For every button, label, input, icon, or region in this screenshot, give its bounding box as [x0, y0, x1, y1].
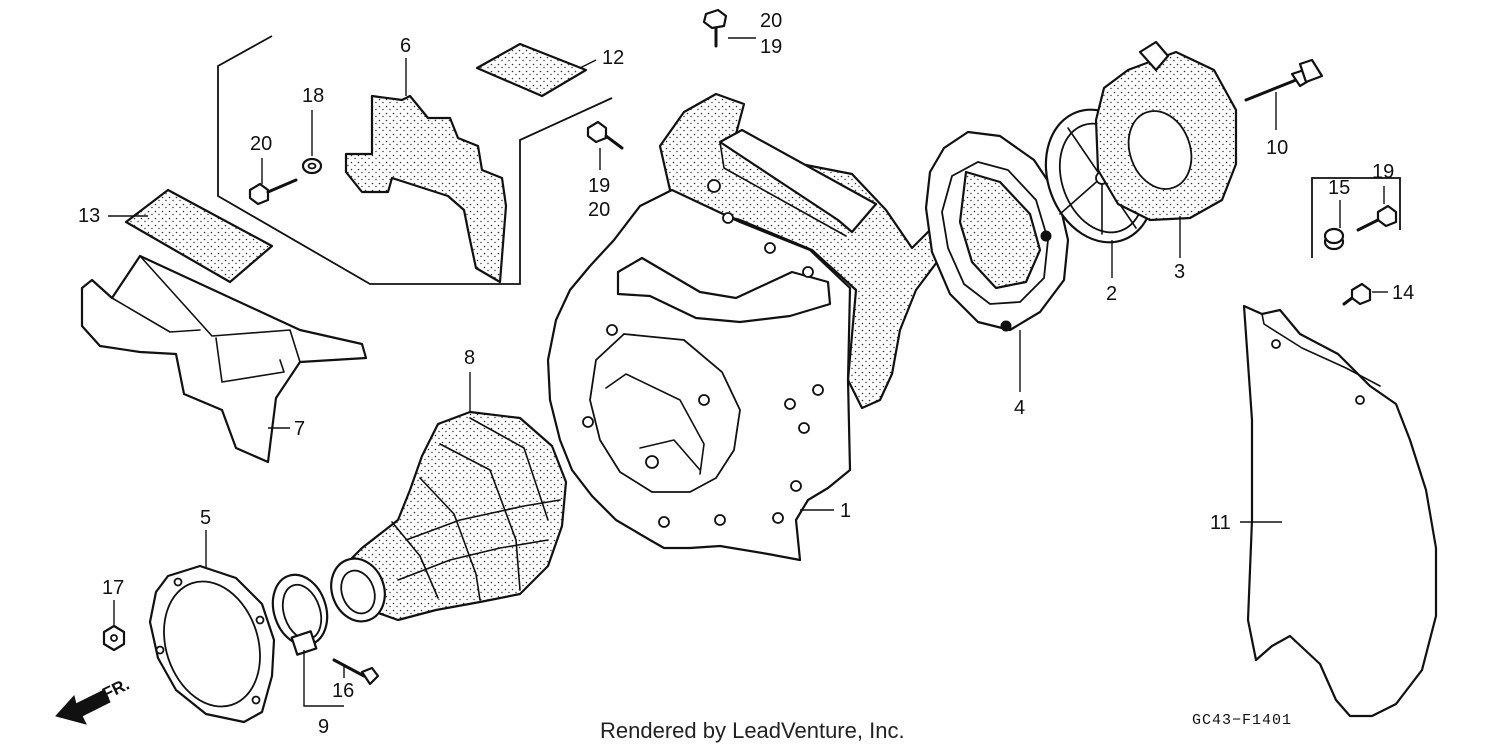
lower-shroud-7 — [80, 254, 368, 464]
washer-18 — [301, 157, 323, 175]
side-cover-11 — [1242, 304, 1438, 718]
gasket-ring-5 — [148, 564, 276, 724]
filter-element-3 — [1094, 40, 1238, 222]
callout-20-top: 20 — [760, 10, 782, 32]
diagram-code: GC43−F1401 — [1192, 712, 1292, 729]
callout-numbers: 20 19 12 6 18 20 13 19 20 10 15 19 14 2 … — [78, 10, 1414, 738]
callout-18: 18 — [302, 85, 324, 107]
callout-5: 5 — [200, 507, 211, 529]
callout-20-left: 20 — [250, 133, 272, 155]
callout-17: 17 — [102, 577, 124, 599]
screw-16 — [332, 658, 380, 686]
bolt-14 — [1342, 282, 1372, 306]
callout-6: 6 — [400, 35, 411, 57]
collar-15 — [1323, 227, 1345, 251]
clamp-band-9 — [271, 573, 329, 656]
credit-text: Rendered by LeadVenture, Inc. — [600, 718, 905, 743]
callout-14: 14 — [1392, 282, 1414, 304]
gasket-plate-4 — [924, 130, 1070, 332]
callout-13: 13 — [78, 205, 100, 227]
callout-15: 15 — [1328, 177, 1350, 199]
callout-3: 3 — [1174, 261, 1185, 283]
main-housing-1 — [546, 92, 958, 562]
callout-4: 4 — [1014, 397, 1025, 419]
callout-12: 12 — [602, 47, 624, 69]
callout-8: 8 — [464, 347, 475, 369]
callout-2: 2 — [1106, 283, 1117, 305]
nut-17 — [102, 624, 126, 652]
callout-19-top: 19 — [760, 36, 782, 58]
callout-10: 10 — [1266, 137, 1288, 159]
bolt-20-19-top — [702, 8, 728, 48]
callout-9: 9 — [318, 716, 329, 738]
group-frame-right — [1311, 177, 1401, 258]
callout-1: 1 — [840, 500, 851, 522]
front-direction-arrow: FR. — [55, 675, 132, 725]
leader-lines — [108, 37, 1388, 707]
callout-19-right: 19 — [1372, 161, 1394, 183]
group-frame-top-left — [217, 35, 613, 285]
callout-20-mid: 20 — [588, 199, 610, 221]
upper-shroud-plate-6 — [344, 94, 508, 284]
bolt-20-left — [248, 178, 298, 206]
callout-16: 16 — [332, 680, 354, 702]
callout-19-mid: 19 — [588, 175, 610, 197]
bolt-19-20-mid — [586, 120, 624, 150]
label-sheet-12 — [475, 42, 588, 98]
callout-11: 11 — [1210, 512, 1231, 534]
bolt-19-right — [1356, 204, 1398, 232]
label-sheet-13 — [124, 188, 274, 284]
callout-7: 7 — [294, 418, 305, 440]
intake-duct-8 — [330, 410, 568, 623]
long-bolt-10 — [1244, 58, 1324, 102]
